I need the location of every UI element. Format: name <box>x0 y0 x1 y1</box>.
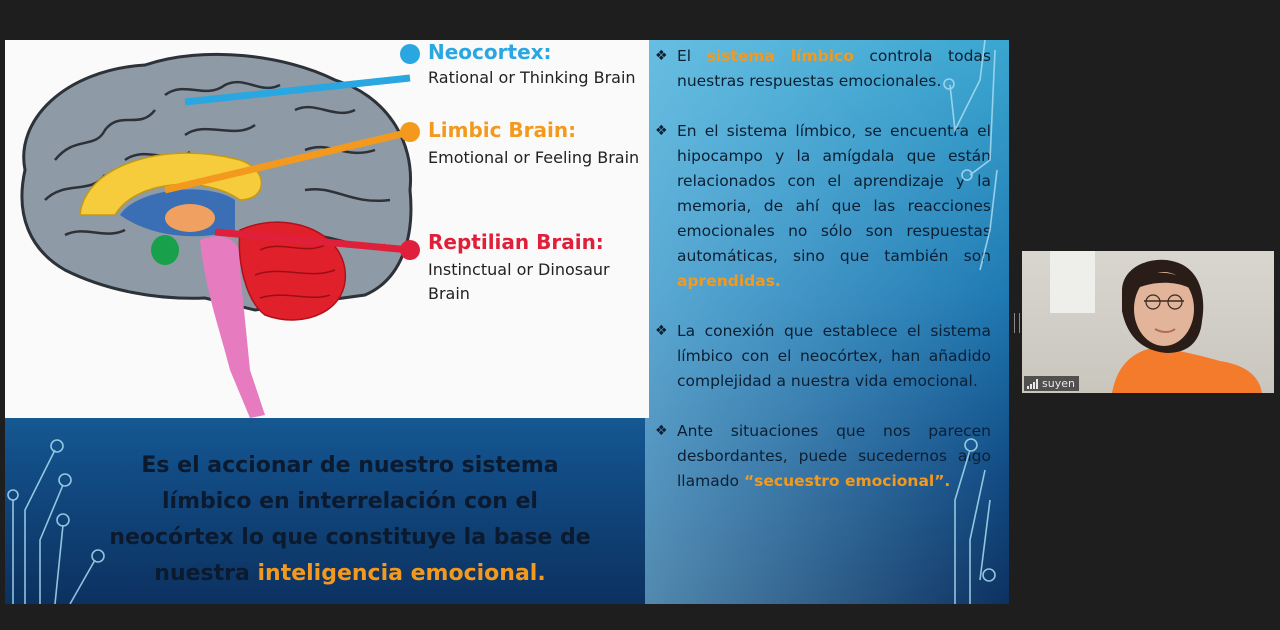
reptilian-subtitle-1: Instinctual or Dinosaur <box>428 260 610 279</box>
bottom-line-4-prefix: nuestra <box>154 561 258 586</box>
diamond-bullet-icon: ❖ <box>655 123 668 139</box>
neocortex-title: Neocortex: <box>428 40 552 64</box>
background-window <box>1050 251 1095 313</box>
brain-illustration <box>20 44 420 418</box>
limbic-subtitle: Emotional or Feeling Brain <box>428 148 640 167</box>
reptilian-title: Reptilian Brain: <box>428 230 604 254</box>
bottom-line-1: Es el accionar de nuestro sistema <box>141 453 559 478</box>
panel-splitter-handle[interactable] <box>1014 313 1020 333</box>
neocortex-subtitle: Rational or Thinking Brain <box>428 68 636 87</box>
brain-illustration-card: Neocortex: Rational or Thinking Brain Li… <box>5 40 649 418</box>
limbic-title: Limbic Brain: <box>428 118 577 142</box>
slide-glow <box>645 40 1009 604</box>
bottom-line-2: límbico en interrelación con el <box>162 489 538 514</box>
bottom-line-3: neocórtex lo que constituye la base de <box>109 525 591 550</box>
bullet-2-highlight: aprendidas. <box>677 272 781 290</box>
brainstem-shape <box>200 236 265 418</box>
neocortex-dot <box>400 44 420 64</box>
diamond-bullet-icon: ❖ <box>655 423 668 439</box>
bullet-3-text: La conexión que establece el sistema lím… <box>677 322 991 390</box>
reptilian-pointer <box>214 228 411 254</box>
bottom-statement: Es el accionar de nuestro sistema límbic… <box>105 448 595 592</box>
limbic-arc <box>79 152 263 216</box>
limbic-pointer <box>164 128 411 194</box>
diamond-bullet-icon: ❖ <box>655 48 668 64</box>
participant-name-tag: suyen <box>1024 376 1079 391</box>
presentation-slide: Neocortex: Rational or Thinking Brain Li… <box>5 40 1009 604</box>
bullet-list: ❖ El sistema límbico controla todas nues… <box>655 44 991 519</box>
bullet-1-prefix: El <box>677 47 707 65</box>
bullet-item-1: ❖ El sistema límbico controla todas nues… <box>655 44 991 94</box>
amygdala-shape <box>151 235 179 265</box>
participant-video-tile[interactable]: suyen <box>1022 251 1274 393</box>
reptilian-dot <box>400 240 420 260</box>
thalamus-shape <box>165 204 215 232</box>
bullet-4-highlight: “secuestro emocional”. <box>743 472 951 490</box>
connection-signal-icon <box>1027 378 1038 389</box>
limbic-dot <box>400 122 420 142</box>
participant-video <box>1112 259 1262 393</box>
neocortex-pointer <box>184 74 411 106</box>
diamond-bullet-icon: ❖ <box>655 323 668 339</box>
bottom-line-4: nuestra inteligencia emocional. <box>105 556 595 592</box>
bullet-item-3: ❖ La conexión que establece el sistema l… <box>655 319 991 394</box>
reptilian-subtitle-2: Brain <box>428 284 470 303</box>
bullet-1-highlight: sistema límbico <box>706 47 854 65</box>
bullet-item-2: ❖ En el sistema límbico, se encuentra el… <box>655 119 991 294</box>
participant-name: suyen <box>1042 377 1075 390</box>
bullet-4-text: Ante situaciones que nos parecen desbord… <box>677 422 991 490</box>
bullet-2-text: En el sistema límbico, se encuentra el h… <box>677 122 991 265</box>
bullet-item-4: ❖ Ante situaciones que nos parecen desbo… <box>655 419 991 494</box>
bottom-line-4-highlight: inteligencia emocional. <box>257 561 546 586</box>
